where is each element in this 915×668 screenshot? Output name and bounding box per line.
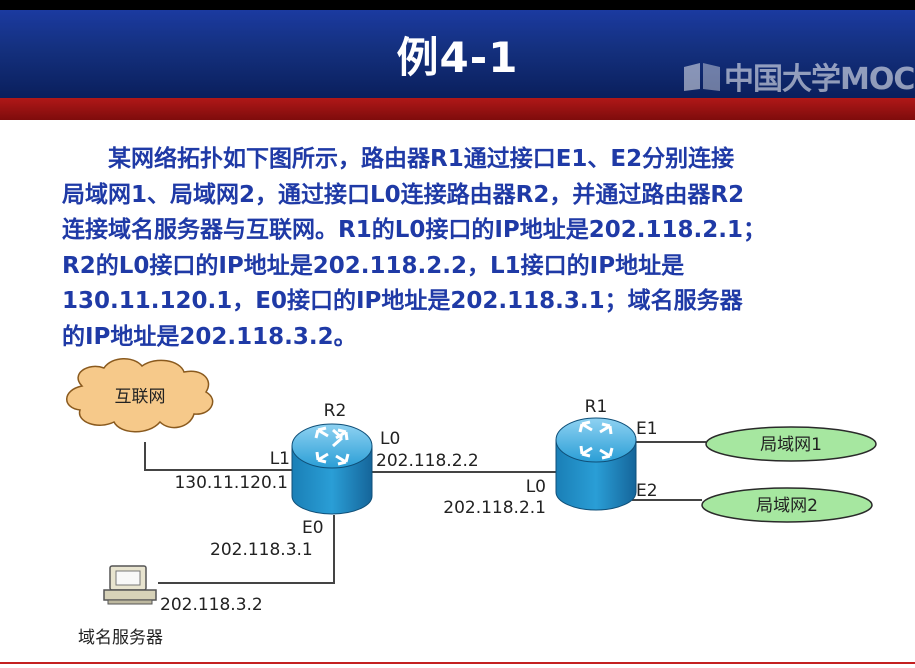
r1-l0-label: L0 <box>526 477 546 497</box>
r2-l0-label: L0 <box>380 429 400 449</box>
dns-server-computer-icon <box>103 565 157 605</box>
problem-line: 某网络拓扑如下图所示，路由器R1通过接口E1、E2分别连接 <box>108 146 735 172</box>
slide-header <box>0 10 915 98</box>
lan1-label: 局域网1 <box>760 435 822 455</box>
problem-line: 的IP地址是202.118.3.2。 <box>62 323 357 350</box>
router-r2-icon <box>291 423 373 515</box>
book-icon <box>684 63 720 91</box>
internet-cloud-icon <box>66 358 214 433</box>
problem-line: 局域网1、局域网2，通过接口L0连接路由器R2，并通过路由器R2 <box>62 181 745 208</box>
logo-text: 中国大学MOC <box>724 62 915 97</box>
slide-title: 例4-1 <box>396 33 519 82</box>
router-r2-label: R2 <box>324 401 347 421</box>
top-black-strip <box>0 0 915 10</box>
r1-e2-label: E2 <box>636 481 658 501</box>
r1-l0-ip: 202.118.2.1 <box>443 498 546 518</box>
lan1-icon <box>705 426 877 462</box>
r2-l0-ip: 202.118.2.2 <box>376 451 479 471</box>
internet-label: 互联网 <box>115 387 166 407</box>
lan2-label: 局域网2 <box>756 496 818 516</box>
footer-rule <box>0 662 915 664</box>
router-r1-icon <box>555 417 637 511</box>
dns-ip: 202.118.3.2 <box>160 595 263 615</box>
problem-text: 某网络拓扑如下图所示，路由器R1通过接口E1、E2分别连接 局域网1、局域网2，… <box>62 142 892 355</box>
header-red-band <box>0 98 915 120</box>
link-internet-r2 <box>144 442 292 471</box>
r1-e1-label: E1 <box>636 419 658 439</box>
mooc-logo: 中国大学MOC <box>682 58 915 97</box>
r2-e0-label: E0 <box>302 518 324 538</box>
problem-line: 130.11.120.1，E0接口的IP地址是202.118.3.1；域名服务器 <box>62 288 743 314</box>
problem-line: 连接域名服务器与互联网。R1的L0接口的IP地址是202.118.2.1； <box>62 217 767 243</box>
router-r1-label: R1 <box>585 397 608 417</box>
r2-l1-ip: 130.11.120.1 <box>174 473 288 493</box>
r2-e0-ip: 202.118.3.1 <box>210 540 313 560</box>
lan2-icon <box>701 487 873 523</box>
link-r2-dns <box>158 515 335 584</box>
network-topology: 互联网 R2 R1 L1 130.11.120.1 L0 202.118.2.2… <box>66 358 877 648</box>
problem-line: R2的L0接口的IP地址是202.118.2.2，L1接口的IP地址是 <box>62 252 685 279</box>
r2-l1-label: L1 <box>270 449 290 469</box>
dns-label: 域名服务器 <box>78 628 163 648</box>
